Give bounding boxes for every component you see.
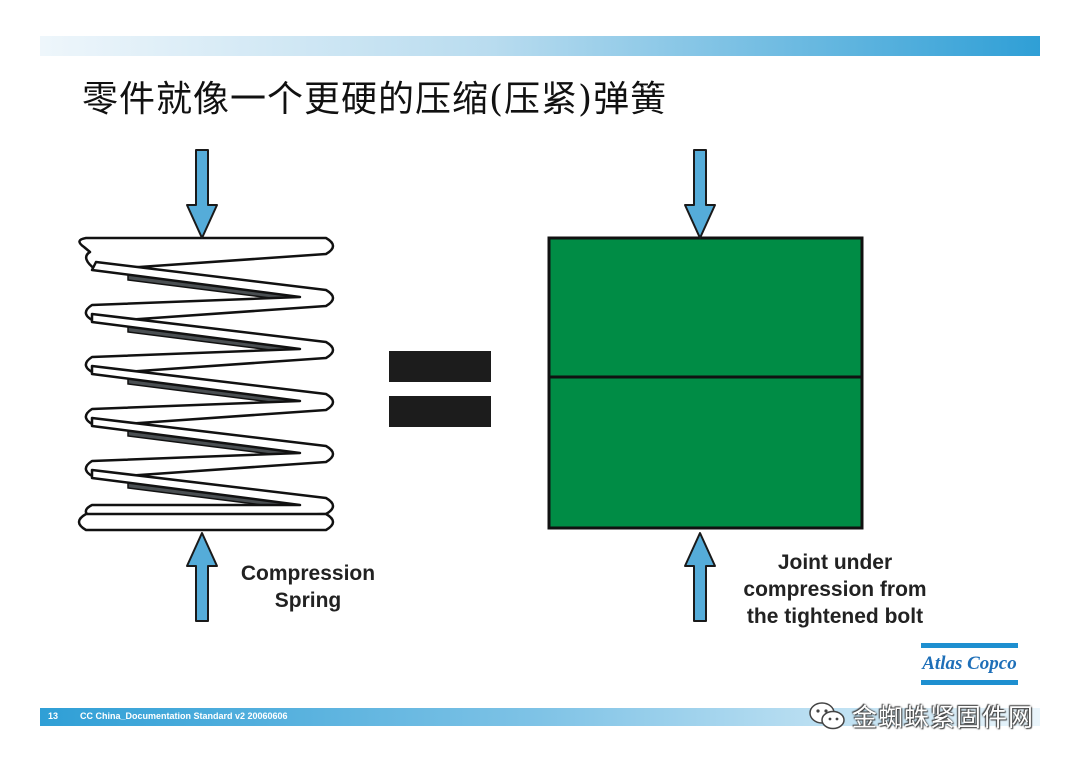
joint-label: Joint under compression from the tighten… [715,549,955,630]
watermark: 金蜘蛛紧固件网 [808,696,1034,736]
joint-top-arrow [684,149,716,239]
joint-label-line-2: compression from [743,578,927,601]
atlas-copco-logo: Atlas Copco [921,643,1018,685]
spring-front-coils [77,236,335,532]
spring-label: Compression Spring [218,560,398,614]
spring-bottom-arrow [186,532,218,622]
wechat-icon [809,702,845,730]
joint-block [547,236,864,530]
footer-bar: 13 CC China_Documentation Standard v2 20… [40,708,1040,726]
joint-lower-plate [547,375,864,530]
logo-text: Atlas Copco [922,653,1017,674]
compression-spring [77,236,335,532]
spring-label-line-1: Compression [240,562,376,585]
header-gradient-bar [40,36,1040,56]
spring-label-line-2: Spring [274,589,342,612]
page-number: 13 [48,711,59,721]
joint-bottom-arrow [684,532,716,622]
equals-sign [389,351,491,427]
joint-label-line-3: the tightened bolt [746,605,924,628]
joint-label-line-1: Joint under [777,551,893,574]
joint-upper-plate [547,236,864,379]
watermark-text: 金蜘蛛紧固件网 [852,703,1035,732]
spring-top-arrow [186,149,218,239]
slide-title: 零件就像一个更硬的压缩(压紧)弹簧 [82,79,668,120]
footer-text: CC China_Documentation Standard v2 20060… [80,711,288,721]
